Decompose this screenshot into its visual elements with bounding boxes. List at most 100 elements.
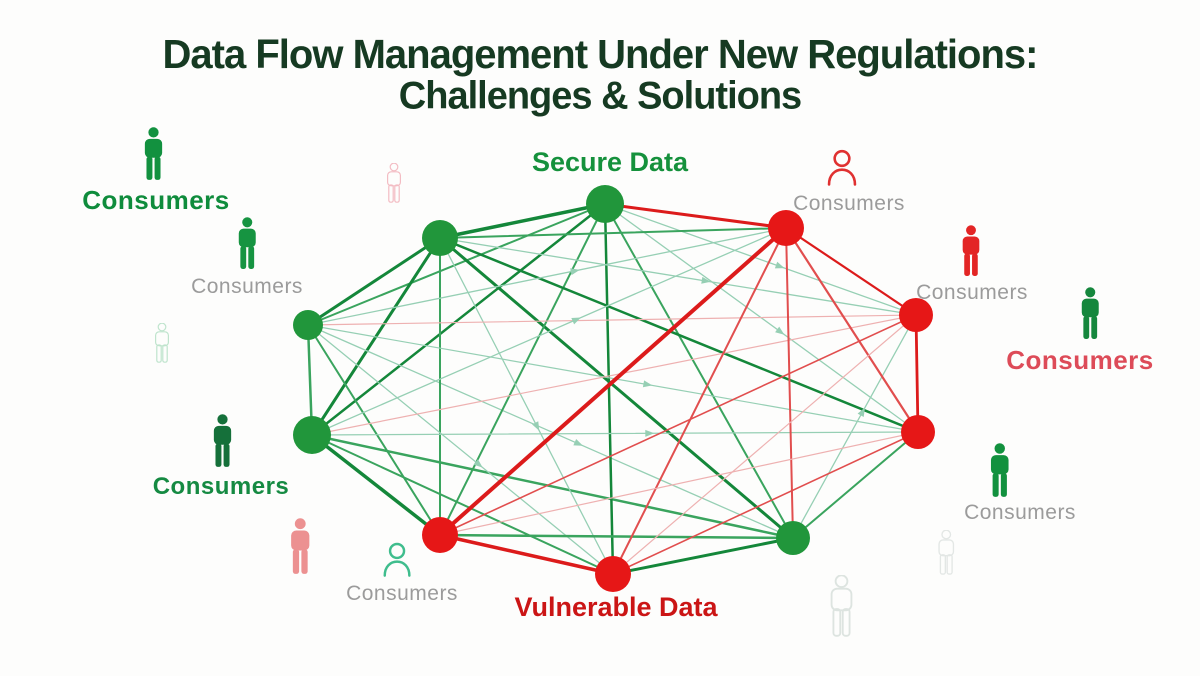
network-edge-g1-g3 bbox=[307, 203, 606, 326]
person-icon bbox=[830, 574, 852, 637]
person-icon bbox=[938, 529, 954, 575]
network-edge-g5-r1 bbox=[785, 227, 794, 539]
network-edge-g4-r1 bbox=[311, 227, 787, 436]
consumer-label-7: Consumers bbox=[346, 582, 458, 605]
network-edge-r1-r3 bbox=[784, 226, 920, 434]
person-icon bbox=[387, 162, 401, 203]
network-edge-g5-r4 bbox=[438, 533, 795, 540]
consumer-label-2: Consumers bbox=[191, 275, 303, 298]
network-edge-r1-r2 bbox=[784, 226, 918, 317]
consumer-figure-13 bbox=[826, 574, 857, 642]
network-edge-g5-r2 bbox=[792, 314, 917, 539]
network-node-g5 bbox=[776, 521, 810, 555]
network-edge-g3-r2 bbox=[307, 314, 917, 326]
edge-arrow-icon bbox=[857, 407, 865, 418]
edge-arrow-icon bbox=[571, 317, 581, 325]
edge-arrow-icon bbox=[473, 459, 483, 468]
network-edge-g2-r2 bbox=[439, 237, 917, 316]
edge-arrow-icon bbox=[775, 326, 785, 335]
network-node-g2 bbox=[422, 220, 458, 256]
network-edge-g1-g5 bbox=[604, 203, 794, 539]
network-edge-r3-r5 bbox=[612, 431, 919, 575]
person-icon bbox=[991, 443, 1009, 497]
network-node-g3 bbox=[293, 310, 323, 340]
edge-arrow-icon bbox=[645, 429, 655, 437]
network-edge-g3-r4 bbox=[307, 324, 441, 536]
consumer-label-9: Consumers bbox=[916, 281, 1028, 304]
network-edge-g1-g2 bbox=[438, 202, 607, 240]
person-icon bbox=[155, 322, 169, 363]
edge-arrow-icon bbox=[570, 268, 580, 276]
edge-arrow-icon bbox=[642, 380, 653, 388]
bust-icon bbox=[383, 542, 411, 577]
network-edge-g2-g3 bbox=[306, 236, 442, 327]
network-edge-g3-g5 bbox=[307, 324, 794, 539]
network-edge-g5-r3 bbox=[792, 431, 919, 539]
title-line-1: Data Flow Management Under New Regulatio… bbox=[162, 32, 1039, 78]
network-edge-r1-r4 bbox=[438, 226, 788, 537]
network-edge-g4-r4 bbox=[310, 433, 442, 537]
consumer-figure-6 bbox=[286, 518, 315, 580]
page-title: Data Flow Management Under New Regulatio… bbox=[0, 32, 1200, 119]
consumer-figure-7 bbox=[379, 541, 415, 584]
network-edge-g4-r2 bbox=[311, 314, 917, 436]
consumer-figure-3 bbox=[384, 162, 404, 208]
network-edge-g5-r5 bbox=[611, 536, 795, 576]
network-edge-r2-r4 bbox=[439, 314, 917, 536]
consumer-label-1: Consumers bbox=[82, 185, 230, 215]
consumer-figure-11 bbox=[986, 443, 1014, 503]
edge-arrow-icon bbox=[701, 276, 711, 284]
network-edge-g1-r2 bbox=[604, 203, 917, 316]
person-icon bbox=[213, 414, 231, 467]
edge-arrow-icon bbox=[532, 421, 540, 431]
network-node-r3 bbox=[901, 415, 935, 449]
person-icon bbox=[238, 217, 256, 269]
consumer-label-10: Consumers bbox=[1006, 345, 1154, 375]
network-node-r1 bbox=[768, 210, 804, 246]
network-node-r2 bbox=[899, 298, 933, 332]
consumer-label-8: Consumers bbox=[793, 192, 905, 215]
network-node-g4 bbox=[293, 416, 331, 454]
consumer-figure-9 bbox=[958, 225, 984, 282]
network-edge-g4-r3 bbox=[311, 431, 919, 436]
consumer-label-11: Consumers bbox=[964, 501, 1076, 524]
secure-data-label: Secure Data bbox=[531, 147, 689, 177]
network-edge-g2-r3 bbox=[438, 236, 920, 434]
consumer-figure-8 bbox=[823, 148, 861, 193]
consumer-figure-10 bbox=[1077, 287, 1104, 345]
network-edge-g1-r5 bbox=[603, 202, 615, 576]
bust-icon bbox=[827, 149, 857, 186]
consumer-figure-5 bbox=[209, 414, 236, 473]
network-edge-g2-r5 bbox=[439, 237, 614, 575]
network-edge-g1-r1 bbox=[603, 202, 788, 230]
network-edge-r3-r4 bbox=[439, 431, 919, 536]
person-icon bbox=[290, 518, 310, 574]
network-node-r4 bbox=[422, 517, 458, 553]
network-edge-g2-g5 bbox=[438, 236, 795, 540]
person-icon bbox=[144, 127, 162, 180]
network-edge-g1-g4 bbox=[310, 202, 607, 437]
network-edge-r2-r5 bbox=[612, 314, 917, 575]
network-edge-g3-r3 bbox=[307, 324, 919, 433]
edge-arrow-icon bbox=[573, 438, 583, 446]
consumer-figure-2 bbox=[234, 217, 261, 275]
network-edge-g1-r4 bbox=[439, 203, 606, 536]
vulnerable-data-label: Vulnerable Data bbox=[514, 592, 718, 622]
network-edge-r4-r5 bbox=[438, 533, 615, 576]
edge-arrow-icon bbox=[774, 261, 785, 269]
network-edge-r1-r5 bbox=[612, 227, 787, 575]
title-line-2: Challenges & Solutions bbox=[398, 75, 802, 119]
consumer-label-5: Consumers bbox=[152, 473, 290, 500]
person-icon bbox=[962, 225, 980, 276]
network-node-r5 bbox=[595, 556, 631, 592]
network-edge-g3-r1 bbox=[307, 227, 787, 326]
network-edge-g4-g5 bbox=[310, 433, 795, 540]
consumer-figure-1 bbox=[140, 127, 167, 186]
network-edge-r2-r3 bbox=[914, 313, 920, 434]
network-edge-g2-r1 bbox=[439, 227, 787, 239]
network-node-g1 bbox=[586, 185, 624, 223]
consumer-figure-4 bbox=[152, 322, 172, 368]
network-edge-g4-r5 bbox=[311, 434, 614, 575]
